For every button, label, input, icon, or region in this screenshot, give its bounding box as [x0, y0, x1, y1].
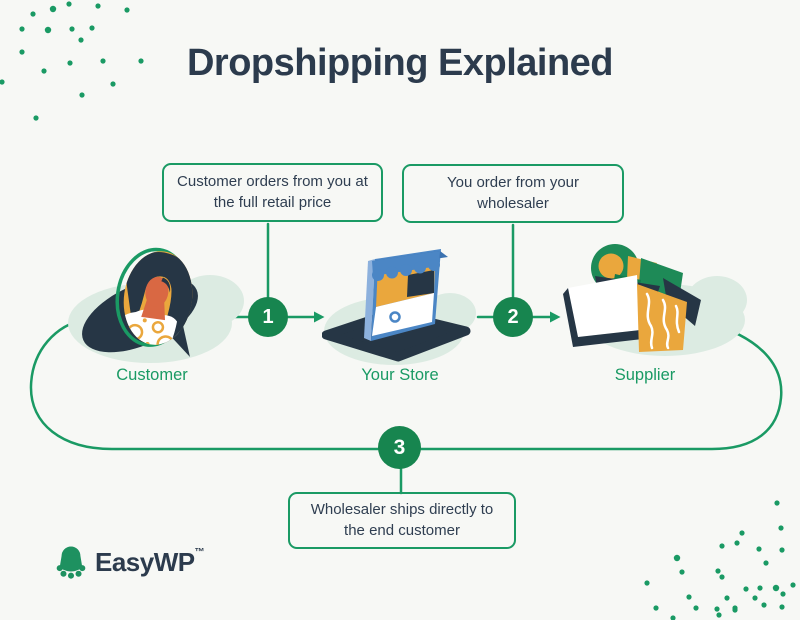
- trademark-symbol: ™: [194, 547, 205, 559]
- page-title: Dropshipping Explained: [186, 42, 614, 84]
- dot-cluster-bottom-right: [644, 500, 796, 620]
- arrowhead-step2: [550, 311, 561, 323]
- step2-badge: 2: [493, 297, 533, 337]
- step3-badge: 3: [378, 426, 421, 469]
- brand-logo: EasyWP™: [55, 543, 205, 581]
- step1-number: 1: [262, 305, 274, 328]
- callout-step3: Wholesaler ships directly to the end cus…: [288, 492, 516, 549]
- screen-button: [389, 311, 401, 323]
- screen-edge: [364, 259, 375, 341]
- callout-step1-text: Customer orders from you at the full ret…: [177, 172, 368, 211]
- callout-step2-text: You order from your wholesaler: [446, 173, 579, 212]
- screen-dark-interior: [407, 270, 434, 297]
- octopus-icon: [56, 546, 86, 579]
- callout-step1: Customer orders from you at the full ret…: [162, 163, 383, 222]
- callout-step2: You order from your wholesaler: [402, 164, 624, 223]
- brand-name: EasyWP: [95, 546, 195, 577]
- white-panel: [568, 275, 640, 337]
- face: [145, 276, 169, 307]
- storefront-laptop-illustration: [322, 249, 476, 365]
- customer-avatar-illustration: [68, 246, 244, 363]
- your-store-label: Your Store: [361, 366, 439, 384]
- supplier-box-illustration: [563, 244, 747, 356]
- screen-white-band: [372, 293, 434, 336]
- supplier-label: Supplier: [614, 366, 676, 384]
- step3-number: 3: [393, 435, 406, 459]
- awning: [372, 251, 440, 281]
- customer-label: Customer: [116, 366, 188, 384]
- callout-step3-text: Wholesaler ships directly to the end cus…: [310, 500, 494, 539]
- step2-number: 2: [507, 305, 519, 328]
- arrowhead-step1: [314, 311, 325, 323]
- box-bottom-edge: [563, 288, 643, 347]
- step1-badge: 1: [248, 297, 288, 337]
- dot-cluster-top-left: [0, 1, 144, 121]
